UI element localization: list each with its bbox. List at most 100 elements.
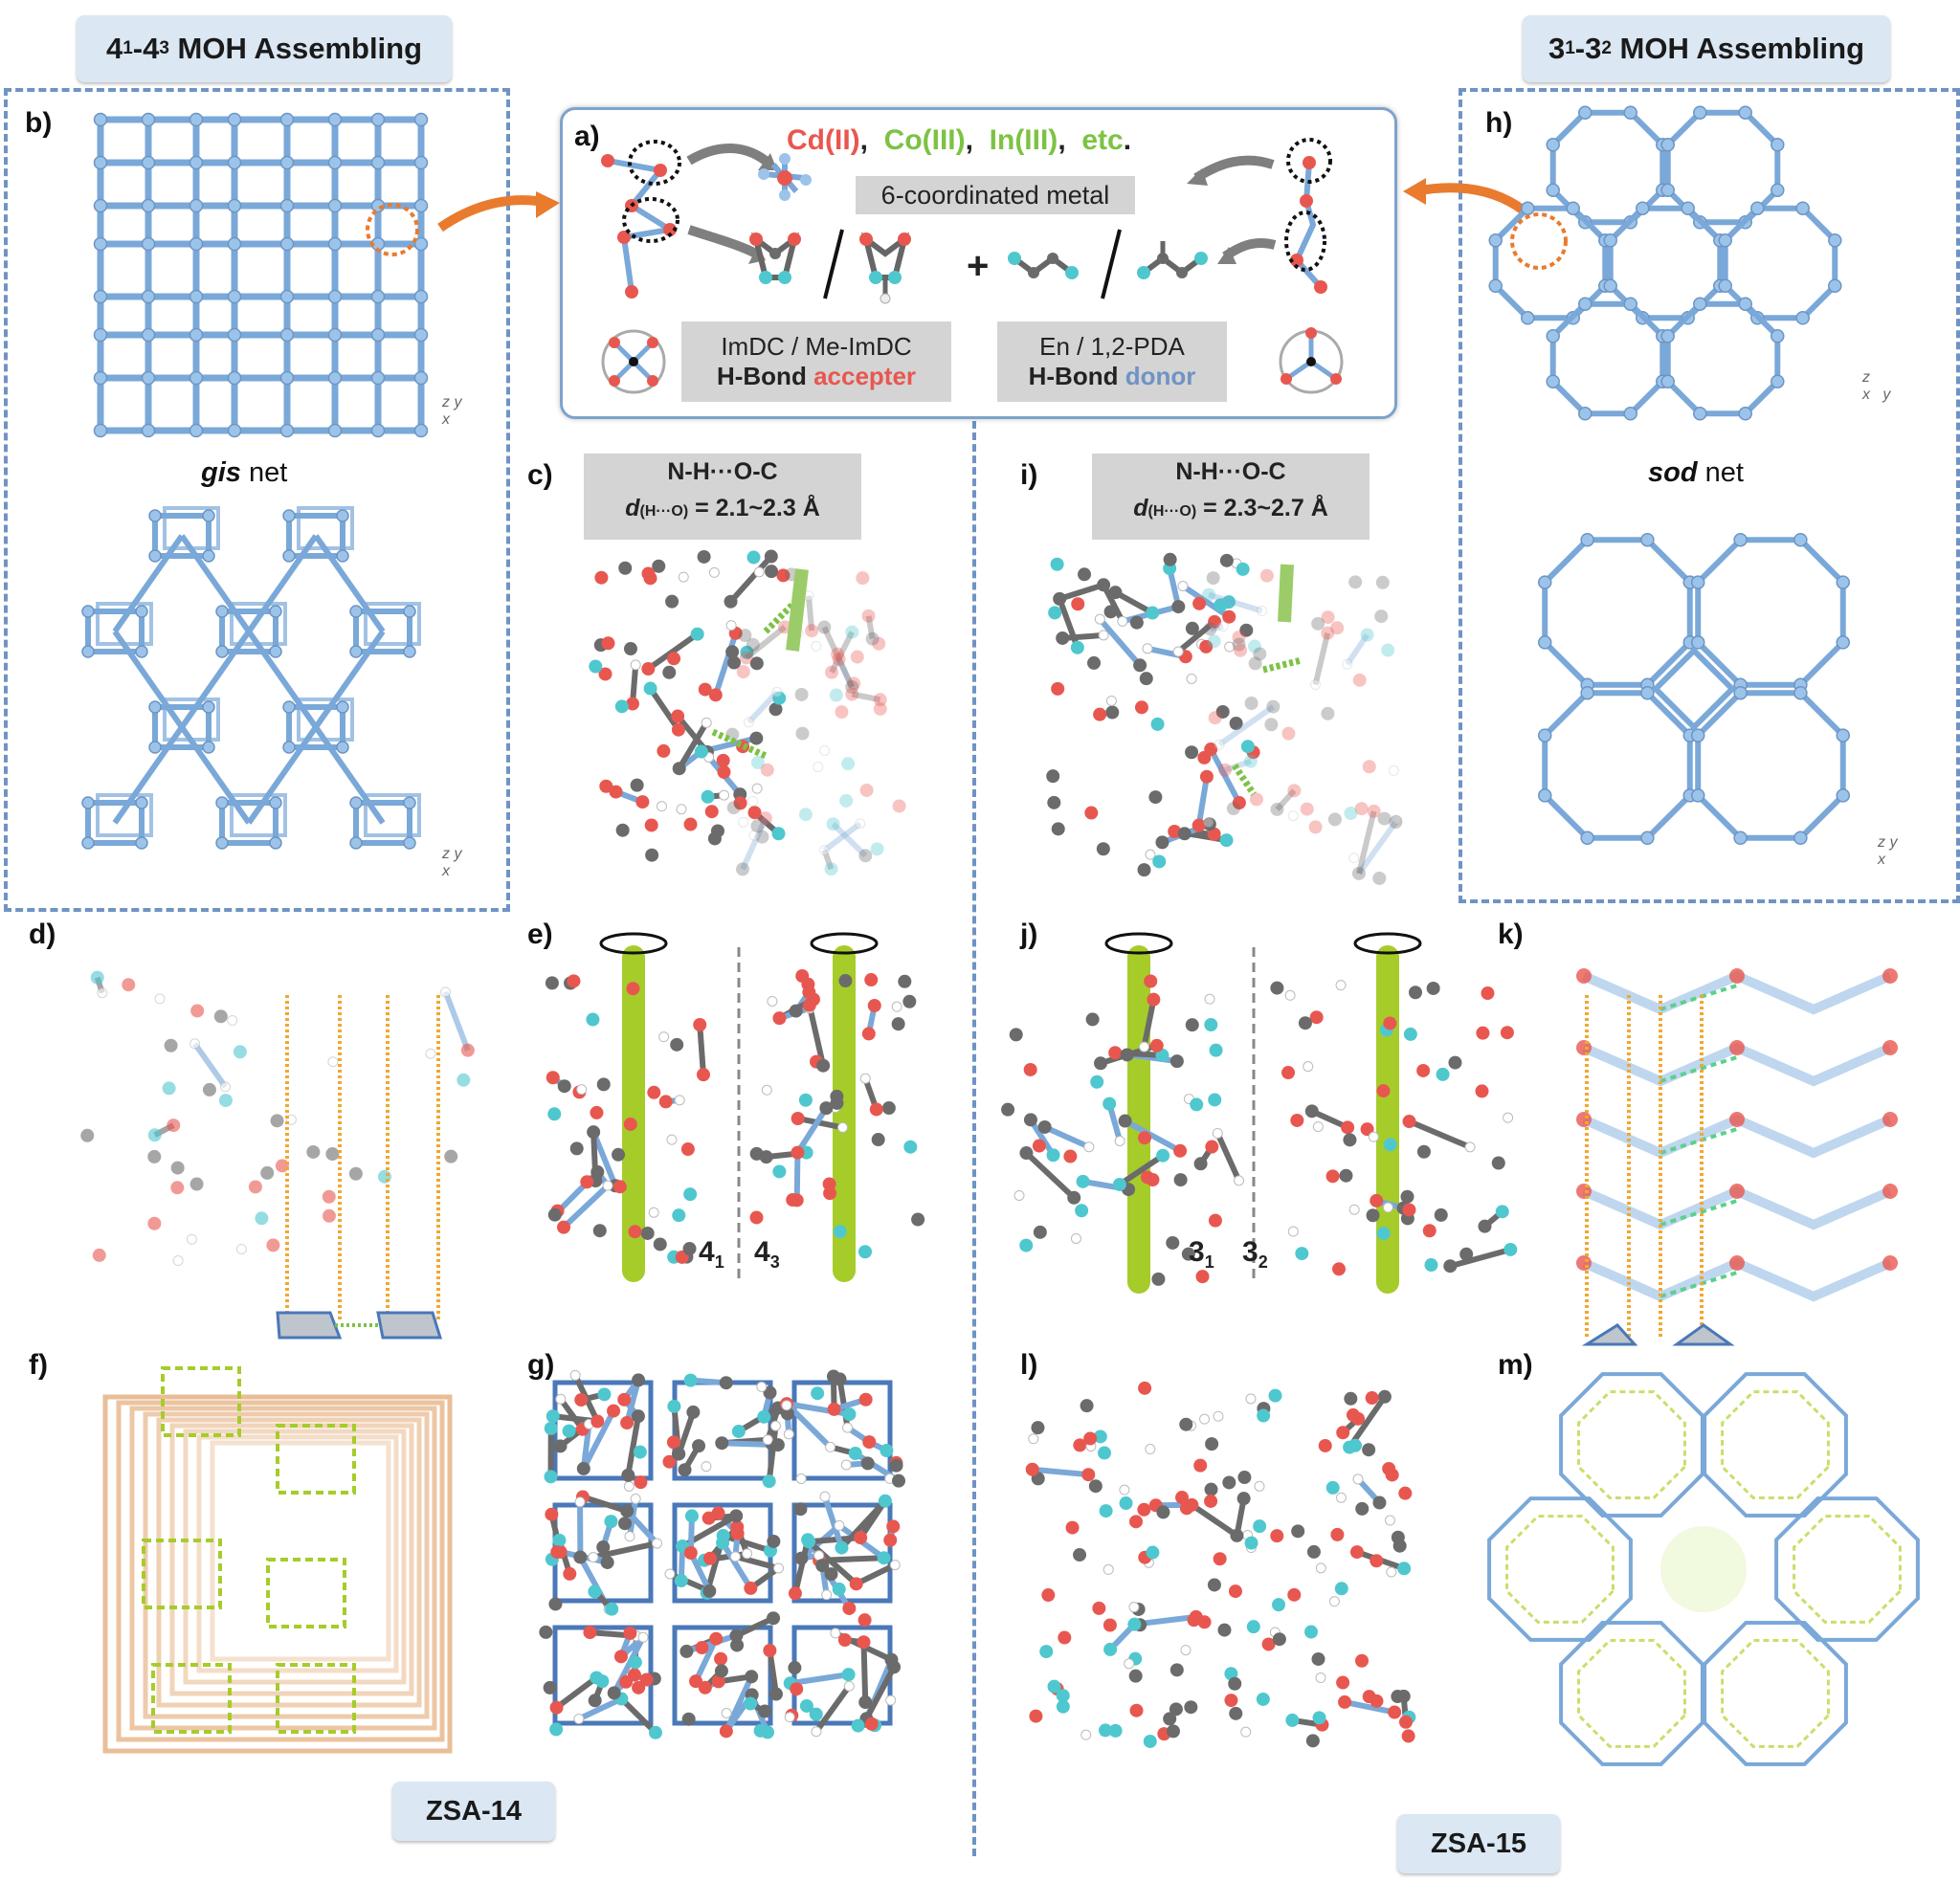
mol-atom <box>670 1037 684 1052</box>
k-chain <box>1581 1042 1893 1087</box>
donor-text: donor <box>1125 362 1196 390</box>
mol-atom <box>733 787 747 802</box>
mol-bond <box>1100 1042 1158 1067</box>
mol-atom <box>1128 1515 1143 1529</box>
mol-bond <box>693 1637 719 1683</box>
mol-atom <box>1127 1617 1142 1631</box>
mol-atom <box>600 1555 614 1569</box>
mol-bond <box>786 1401 850 1418</box>
mol-atom <box>640 1226 655 1240</box>
mol-atom <box>854 1531 868 1545</box>
mol-bond <box>688 1551 713 1593</box>
mol-atom <box>1185 745 1199 760</box>
mol-atom <box>1243 754 1258 768</box>
mol-atom <box>813 1550 825 1562</box>
mol-bond <box>839 1498 888 1550</box>
mol-bond <box>1101 583 1125 623</box>
mol-atom <box>623 1480 635 1492</box>
mol-bond <box>590 1629 637 1639</box>
mol-atom <box>607 1404 621 1418</box>
mol-bond <box>1482 1209 1504 1229</box>
g-cage <box>791 1380 893 1481</box>
mol-atom <box>1206 571 1220 586</box>
mol-bond <box>1082 1178 1129 1193</box>
mol-bond <box>818 1555 884 1563</box>
mol-atom <box>1075 1204 1089 1218</box>
mol-atom <box>80 1128 95 1142</box>
mol-atom <box>1300 802 1314 816</box>
mol-atom <box>1112 1177 1126 1191</box>
mol-bond <box>1122 604 1180 625</box>
mol-atom <box>1257 606 1268 617</box>
mol-atom <box>1226 801 1240 815</box>
mol-atom <box>1382 1462 1396 1476</box>
mol-atom <box>867 998 881 1012</box>
mol-bond <box>612 1635 646 1695</box>
mol-atom <box>1232 796 1246 810</box>
mol-bond <box>1356 810 1377 875</box>
label-m: m) <box>1498 1349 1533 1381</box>
mol-atom <box>602 1180 613 1191</box>
mol-atom <box>827 1402 841 1416</box>
mol-atom <box>1099 1723 1113 1738</box>
mol-atom <box>1330 621 1345 635</box>
mol-atom <box>750 756 765 770</box>
mol-atom <box>799 1145 813 1160</box>
mol-atom <box>619 1674 634 1689</box>
mol-atom <box>1105 695 1117 706</box>
mol-atom <box>830 1089 844 1103</box>
mol-atom <box>1354 802 1369 816</box>
mol-bond <box>858 1499 888 1540</box>
mol-atom <box>1203 817 1214 829</box>
mol-bond <box>1404 1208 1413 1219</box>
mol-atom <box>1266 699 1281 714</box>
mol-atom <box>1304 1625 1318 1639</box>
mol-atom <box>1315 1717 1329 1732</box>
mol-atom <box>440 986 452 998</box>
mol-atom <box>626 982 640 996</box>
mol-bond <box>1356 820 1398 875</box>
mol-atom <box>674 1574 688 1588</box>
mol-atom <box>1031 1472 1045 1486</box>
label-l: l) <box>1020 1349 1038 1381</box>
mol-bond <box>625 1415 641 1476</box>
mol-atom <box>780 1407 794 1421</box>
mol-atom <box>1146 1545 1160 1560</box>
mol-bond <box>765 1407 781 1441</box>
mol-atom <box>753 1723 768 1738</box>
mol-atom <box>553 1544 568 1559</box>
f-frame <box>116 1400 445 1742</box>
mol-atom <box>1173 1143 1188 1158</box>
mol-atom <box>1204 1482 1218 1496</box>
mol-atom <box>889 1560 901 1571</box>
mol-atom <box>696 1068 710 1082</box>
mol-atom <box>700 744 714 759</box>
mol-atom <box>767 1534 781 1548</box>
mol-atom <box>872 636 886 651</box>
mol-atom <box>544 1421 558 1435</box>
hbond-dash <box>1232 764 1257 796</box>
mol-atom <box>743 717 754 728</box>
k-chain <box>1581 1257 1893 1302</box>
mol-atom <box>348 1166 363 1181</box>
mol-atom <box>460 1043 475 1057</box>
mol-atom <box>1298 1016 1312 1030</box>
mol-atom <box>1398 1715 1413 1729</box>
mol-atom <box>564 976 578 990</box>
mol-atom <box>1246 1620 1260 1634</box>
hbond-box-i: N-H···O-C d(H···O) = 2.3~2.7 Å <box>1092 454 1370 540</box>
mol-bond <box>1057 597 1080 649</box>
mol-atom <box>644 818 658 832</box>
mol-atom <box>1272 1598 1286 1612</box>
mol-atom <box>1377 1389 1392 1404</box>
mol-atom <box>1150 717 1165 731</box>
mol-atom <box>826 817 840 831</box>
mol-atom <box>1257 1408 1271 1423</box>
mol-atom <box>884 1473 896 1484</box>
mol-atom <box>147 1216 162 1230</box>
mol-atom <box>573 1550 588 1564</box>
mol-atom <box>1046 769 1060 784</box>
mol-atom <box>1163 552 1177 566</box>
mol-atom <box>633 1445 647 1459</box>
